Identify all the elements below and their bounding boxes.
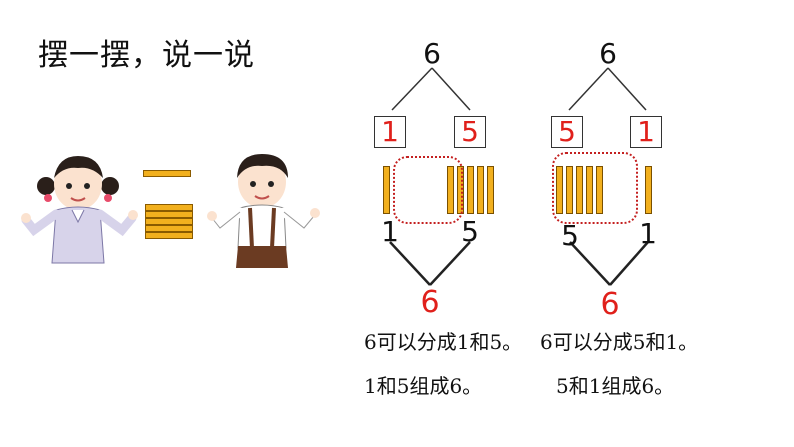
right-tree-bottom-left-number: 5: [561, 219, 579, 252]
left-tree-result-number: 6: [420, 285, 440, 320]
left-tree-dotted-selection: [393, 156, 463, 224]
right-tree-stick: [645, 166, 652, 214]
right-tree-box-left: 5: [551, 116, 583, 148]
left-tree-box-left: 1: [374, 116, 406, 148]
left-tree-box-right: 5: [454, 116, 486, 148]
right-tree-stick: [566, 166, 573, 214]
left-tree-bottom-right-number: 5: [461, 215, 479, 248]
right-sentence-line1: 6可以分成5和1。: [540, 330, 699, 354]
left-sentence-line1: 6可以分成1和5。: [364, 330, 523, 354]
horizontal-stick-stack-5: [145, 232, 193, 239]
horizontal-stick-stack-2: [145, 211, 193, 218]
right-tree-box-right: 1: [630, 116, 662, 148]
horizontal-stick-stack-4: [145, 225, 193, 232]
right-tree-stick: [596, 166, 603, 214]
left-tree-stick: [477, 166, 484, 214]
right-tree-bottom-right-number: 1: [639, 217, 657, 250]
left-tree-bottom-left-number: 1: [381, 215, 399, 248]
right-tree-top-number: 6: [599, 37, 617, 70]
right-tree-stick: [586, 166, 593, 214]
right-tree-dotted-selection: [552, 152, 638, 224]
right-tree-stick: [576, 166, 583, 214]
left-sentence-line2: 1和5组成6。: [364, 374, 483, 398]
horizontal-stick-stack-1: [145, 204, 193, 211]
left-tree-stick: [383, 166, 390, 214]
horizontal-stick-stack-3: [145, 218, 193, 225]
left-tree-stick: [467, 166, 474, 214]
left-tree-stick: [487, 166, 494, 214]
left-tree-top-number: 6: [423, 37, 441, 70]
girl-illustration: [21, 156, 138, 264]
page-title: 摆一摆，说一说: [38, 38, 255, 73]
right-sentence-line2: 5和1组成6。: [556, 374, 675, 398]
boy-illustration: [207, 154, 320, 268]
right-tree-result-number: 6: [600, 287, 620, 322]
single-horizontal-stick: [143, 170, 191, 177]
